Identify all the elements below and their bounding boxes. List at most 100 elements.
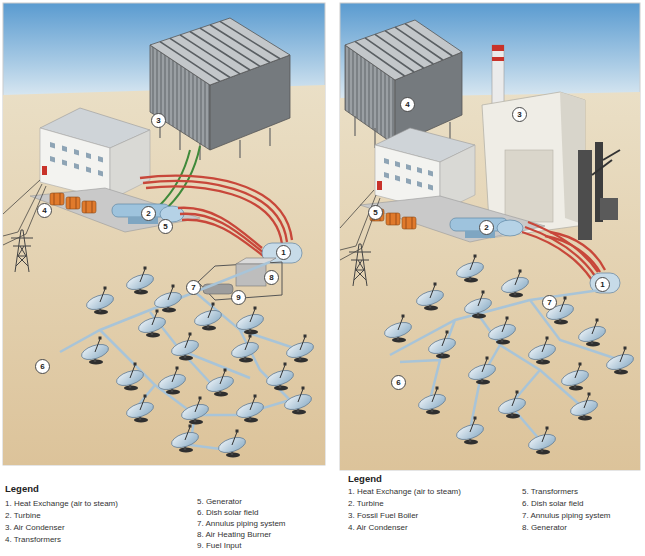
boiler-duct (592, 150, 620, 175)
chimney-band (492, 57, 504, 61)
steam-pipe (178, 208, 266, 258)
legend-entry: 5. Generator (197, 497, 242, 507)
pylon (349, 244, 371, 286)
solar-dish (463, 291, 494, 319)
fuel-input (203, 284, 233, 294)
legend-heading: Legend (5, 483, 39, 494)
solar-dish (417, 387, 448, 415)
boiler-opening (505, 150, 553, 222)
callout-number: 1 (276, 245, 291, 260)
callout-number: 1 (595, 277, 610, 292)
turbine-generator (112, 204, 184, 224)
legend-entry: 1. Heat Exchange (air to steam) (348, 487, 461, 497)
legend-text: 3. Air Condenser (5, 523, 65, 532)
solar-dish (569, 393, 600, 421)
callout-number: 6 (35, 359, 50, 374)
transformer (66, 197, 80, 209)
legend-entry: 4. Transformers (5, 535, 61, 545)
annulus-pipe (60, 262, 300, 450)
callout-number: 5 (158, 219, 173, 234)
building-door (42, 166, 47, 175)
solar-dish (157, 367, 188, 395)
legend-text: 7. Annulus piping system (197, 519, 286, 528)
condenser-top (150, 18, 290, 85)
solar-dish (527, 427, 558, 455)
solar-dish (455, 255, 486, 283)
sky-background (340, 3, 640, 470)
legend-entry: 6. Dish solar field (522, 499, 583, 509)
legend-text: 3. Fossil Fuel Boiler (348, 511, 418, 520)
callout-number: 8 (264, 270, 279, 285)
right-panel (340, 3, 640, 470)
chimney-band (492, 45, 504, 51)
solar-dish (265, 363, 296, 391)
legend-text: 5. Generator (197, 497, 242, 506)
air-condenser (150, 18, 290, 160)
solar-dish (170, 425, 201, 453)
boiler-unit (600, 198, 618, 220)
legend-text: 4. Transformers (5, 535, 61, 544)
boiler-stack (578, 150, 592, 240)
legend-text: 7. Annulus piping system (522, 511, 611, 520)
equipment-slab (360, 196, 545, 242)
sand-ground (340, 92, 640, 470)
callout-number: 3 (151, 113, 166, 128)
solar-dish (230, 335, 261, 363)
equipment-slab (30, 188, 200, 232)
solar-dish (527, 337, 558, 365)
building-door (377, 181, 382, 190)
callout-number: 7 (542, 295, 557, 310)
power-building (40, 108, 150, 200)
legend-entry: 7. Annulus piping system (522, 511, 611, 521)
solar-dish (383, 315, 414, 343)
solar-dish (205, 369, 236, 397)
callout-number: 4 (400, 97, 415, 112)
legend-entry: 6. Dish solar field (197, 508, 258, 518)
transformer (386, 213, 400, 225)
left-panel (3, 3, 325, 465)
callout-number: 7 (186, 280, 201, 295)
solar-dish (115, 363, 146, 391)
solar-dish (455, 417, 486, 445)
solar-dish (235, 307, 266, 335)
legend-text: 2. Turbine (348, 499, 384, 508)
sky-background (3, 3, 325, 465)
building-windows (384, 158, 433, 191)
steam-pipe (140, 176, 292, 244)
solar-dish (605, 347, 636, 375)
legend-text: 8. Air Heating Burner (197, 530, 271, 539)
legend-entry: 9. Fuel Input (197, 541, 241, 551)
transformer (402, 217, 416, 229)
generator (497, 220, 523, 236)
solar-dish (125, 395, 156, 423)
solar-dish (577, 319, 608, 347)
solar-dish (497, 391, 528, 419)
building-windows (50, 142, 103, 177)
solar-dish (285, 335, 316, 363)
steam-pipe (545, 232, 605, 272)
solar-dish (235, 395, 266, 423)
transformer-bands (54, 193, 92, 213)
solar-dish (467, 357, 498, 385)
legend-entry: 8. Air Heating Burner (197, 530, 271, 540)
legend-entry: 2. Turbine (348, 499, 384, 509)
solar-dish (193, 303, 224, 331)
solar-dish (560, 363, 591, 391)
solar-dish (283, 387, 314, 415)
legend-entry: 1. Heat Exchange (air to steam) (5, 499, 118, 509)
transformer (82, 201, 96, 213)
legend-entry: 2. Turbine (5, 511, 41, 521)
legend-entry: 3. Air Condenser (5, 523, 65, 533)
transformer (50, 193, 64, 205)
legend-text: 4. Air Condenser (348, 523, 408, 532)
callout-number: 6 (391, 375, 406, 390)
legend-text: 1. Heat Exchange (air to steam) (5, 499, 118, 508)
legend-text: 9. Fuel Input (197, 541, 241, 550)
solar-dish (217, 430, 248, 458)
callout-number: 5 (368, 205, 383, 220)
transformers (50, 193, 96, 213)
condenser-fins (355, 24, 452, 76)
sand-ground (3, 85, 325, 465)
